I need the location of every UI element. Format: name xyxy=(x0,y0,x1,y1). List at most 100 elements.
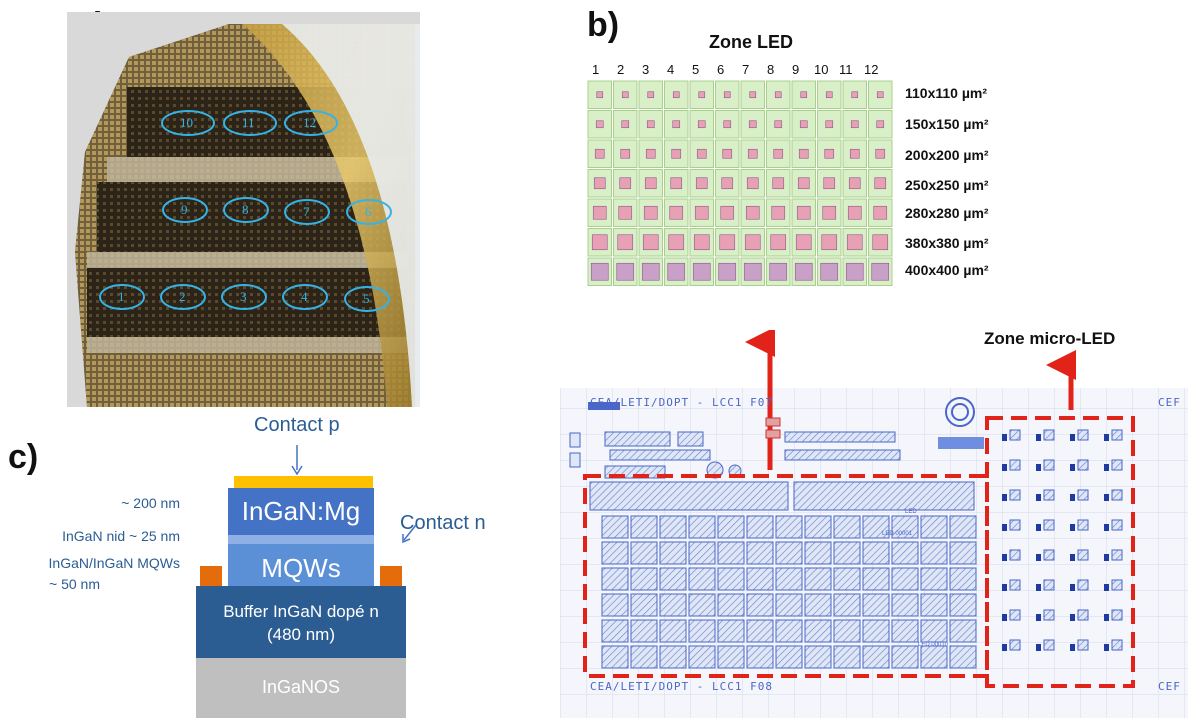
led-pad xyxy=(590,262,609,281)
micro-led-pad xyxy=(1077,489,1089,501)
micro-led-contact xyxy=(1070,524,1075,531)
zone-number-2: 2 xyxy=(179,289,186,304)
mask-led-pattern xyxy=(601,515,629,539)
micro-led-contact xyxy=(1002,494,1007,501)
mask-led-pattern xyxy=(804,541,832,565)
led-pad xyxy=(795,234,812,251)
mask-led-pattern xyxy=(717,541,745,565)
micro-led-pad xyxy=(1043,429,1055,441)
led-pad xyxy=(747,148,758,159)
micro-led-contact xyxy=(1104,494,1109,501)
led-pad xyxy=(876,91,884,99)
mask-led-pattern xyxy=(920,567,948,591)
led-pad xyxy=(692,262,711,281)
mask-footer-text: CEA/LETI/DOPT - LCC1 F08 xyxy=(590,680,773,693)
column-header: 3 xyxy=(642,62,650,77)
zone-led-column-headers: 1 2 3 4 5 6 7 8 9 10 11 12 xyxy=(588,62,895,78)
mask-led-pattern xyxy=(775,541,803,565)
mask-led-pattern xyxy=(920,619,948,643)
micro-led-contact xyxy=(1070,434,1075,441)
mask-led-pattern xyxy=(601,593,629,617)
micro-led-pad xyxy=(1009,609,1021,621)
micro-led-pad xyxy=(1077,459,1089,471)
led-pad xyxy=(667,262,686,281)
led-pad xyxy=(718,262,737,281)
mask-led-pattern xyxy=(630,619,658,643)
mask-led-pattern xyxy=(804,515,832,539)
mask-led-pattern xyxy=(804,567,832,591)
zone-number-1: 1 xyxy=(118,289,125,304)
mask-led-pattern xyxy=(833,567,861,591)
mask-led-pattern xyxy=(949,645,977,669)
column-header: 6 xyxy=(717,62,725,77)
note-mqw-line2: ~ 50 nm xyxy=(49,576,100,592)
mask-led-pattern xyxy=(891,515,919,539)
zone-number-7: 7 xyxy=(303,204,310,219)
mask-led-pattern xyxy=(688,645,716,669)
column-header: 5 xyxy=(692,62,700,77)
contact-n-right xyxy=(380,566,402,586)
mask-led-pattern xyxy=(949,619,977,643)
led-pad xyxy=(851,91,859,99)
micro-led-contact xyxy=(1002,524,1007,531)
led-pad xyxy=(621,120,630,129)
mask-led-pattern xyxy=(746,541,774,565)
micro-led-pad xyxy=(1077,639,1089,651)
micro-led-contact xyxy=(1002,644,1007,651)
mask-led-pattern xyxy=(891,593,919,617)
led-pad xyxy=(591,234,608,251)
micro-led-contact xyxy=(1070,584,1075,591)
zone-ellipse-4 xyxy=(282,284,328,310)
led-pad xyxy=(595,120,604,129)
led-pad xyxy=(645,148,656,159)
micro-led-pad xyxy=(1111,489,1123,501)
led-pad xyxy=(849,148,860,159)
led-pad xyxy=(670,177,683,190)
led-pad xyxy=(647,91,655,99)
note-mqw-line1: InGaN/InGaN MQWs xyxy=(48,555,180,571)
buffer-label-line2: (480 nm) xyxy=(266,625,336,644)
micro-led-pad xyxy=(1111,579,1123,591)
led-pad xyxy=(749,91,757,99)
led-pad xyxy=(800,91,808,99)
zone-ellipse-8 xyxy=(223,197,269,223)
micro-led-pad xyxy=(1009,579,1021,591)
mask-led-pattern xyxy=(891,645,919,669)
mask-led-pattern xyxy=(862,515,890,539)
micro-led-contact xyxy=(1104,464,1109,471)
zone-number-8: 8 xyxy=(242,202,249,217)
led-pad xyxy=(771,205,786,220)
row-label: 280x280 µm² xyxy=(905,205,989,221)
led-pad xyxy=(668,234,685,251)
led-pad xyxy=(772,177,785,190)
mask-led-pattern xyxy=(920,541,948,565)
column-header: 8 xyxy=(767,62,775,77)
led-pad xyxy=(697,120,706,129)
led-pad xyxy=(720,205,735,220)
column-header: 2 xyxy=(617,62,625,77)
led-pad xyxy=(723,120,732,129)
led-pad xyxy=(799,120,808,129)
zone-markers xyxy=(99,110,392,312)
micro-led-contact xyxy=(1104,614,1109,621)
led-pad xyxy=(846,234,863,251)
mask-right-header: CEF xyxy=(1158,396,1181,409)
led-pad xyxy=(617,234,634,251)
led-pad xyxy=(618,205,633,220)
led-pad xyxy=(848,177,861,190)
micro-led-pad xyxy=(1043,609,1055,621)
row-label: 250x250 µm² xyxy=(905,177,989,193)
zone-ellipse-3 xyxy=(221,284,267,310)
led-pad xyxy=(646,120,655,129)
micro-led-pad xyxy=(1009,519,1021,531)
led-pad xyxy=(745,205,760,220)
mask-led-pattern xyxy=(630,515,658,539)
zone-ellipse-9 xyxy=(162,197,208,223)
mask-led-pattern xyxy=(688,567,716,591)
micro-led-pad xyxy=(1111,519,1123,531)
led-pad xyxy=(872,234,889,251)
substrate-label: InGaNOS xyxy=(261,677,341,697)
column-header: 4 xyxy=(667,62,675,77)
mask-label-led-00010: LED 00010 xyxy=(918,642,949,648)
mask-led-pattern xyxy=(862,645,890,669)
